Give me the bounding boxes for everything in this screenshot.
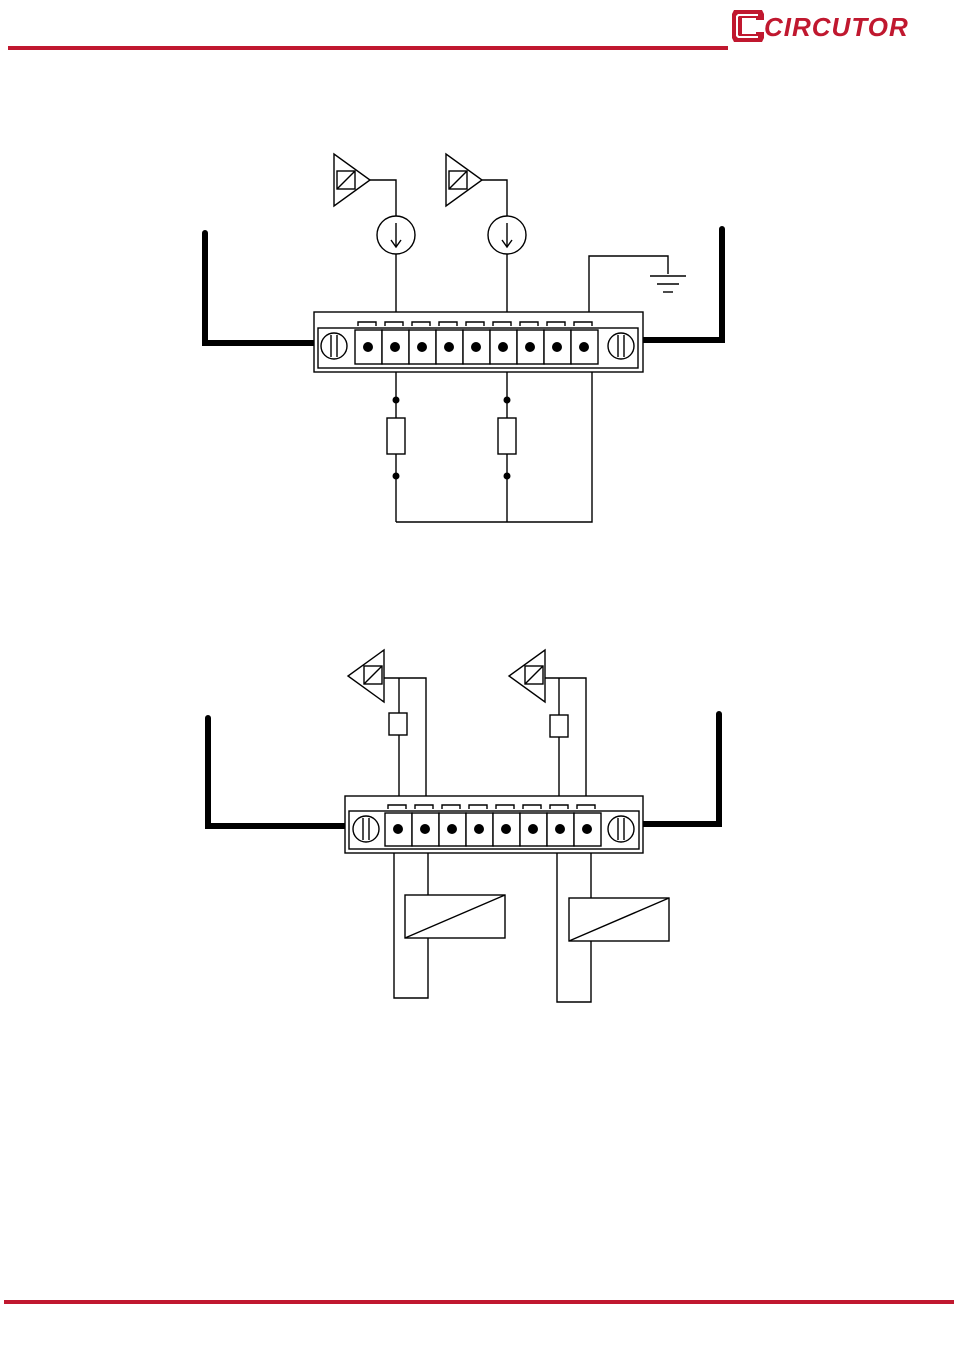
connection-diagram-2 bbox=[0, 0, 954, 1050]
resistor bbox=[550, 715, 568, 737]
transducer-icon bbox=[509, 650, 545, 702]
resistor bbox=[389, 713, 407, 735]
terminal-block bbox=[345, 796, 643, 853]
footer-rule bbox=[4, 1300, 954, 1304]
transducer-icon bbox=[348, 650, 384, 702]
